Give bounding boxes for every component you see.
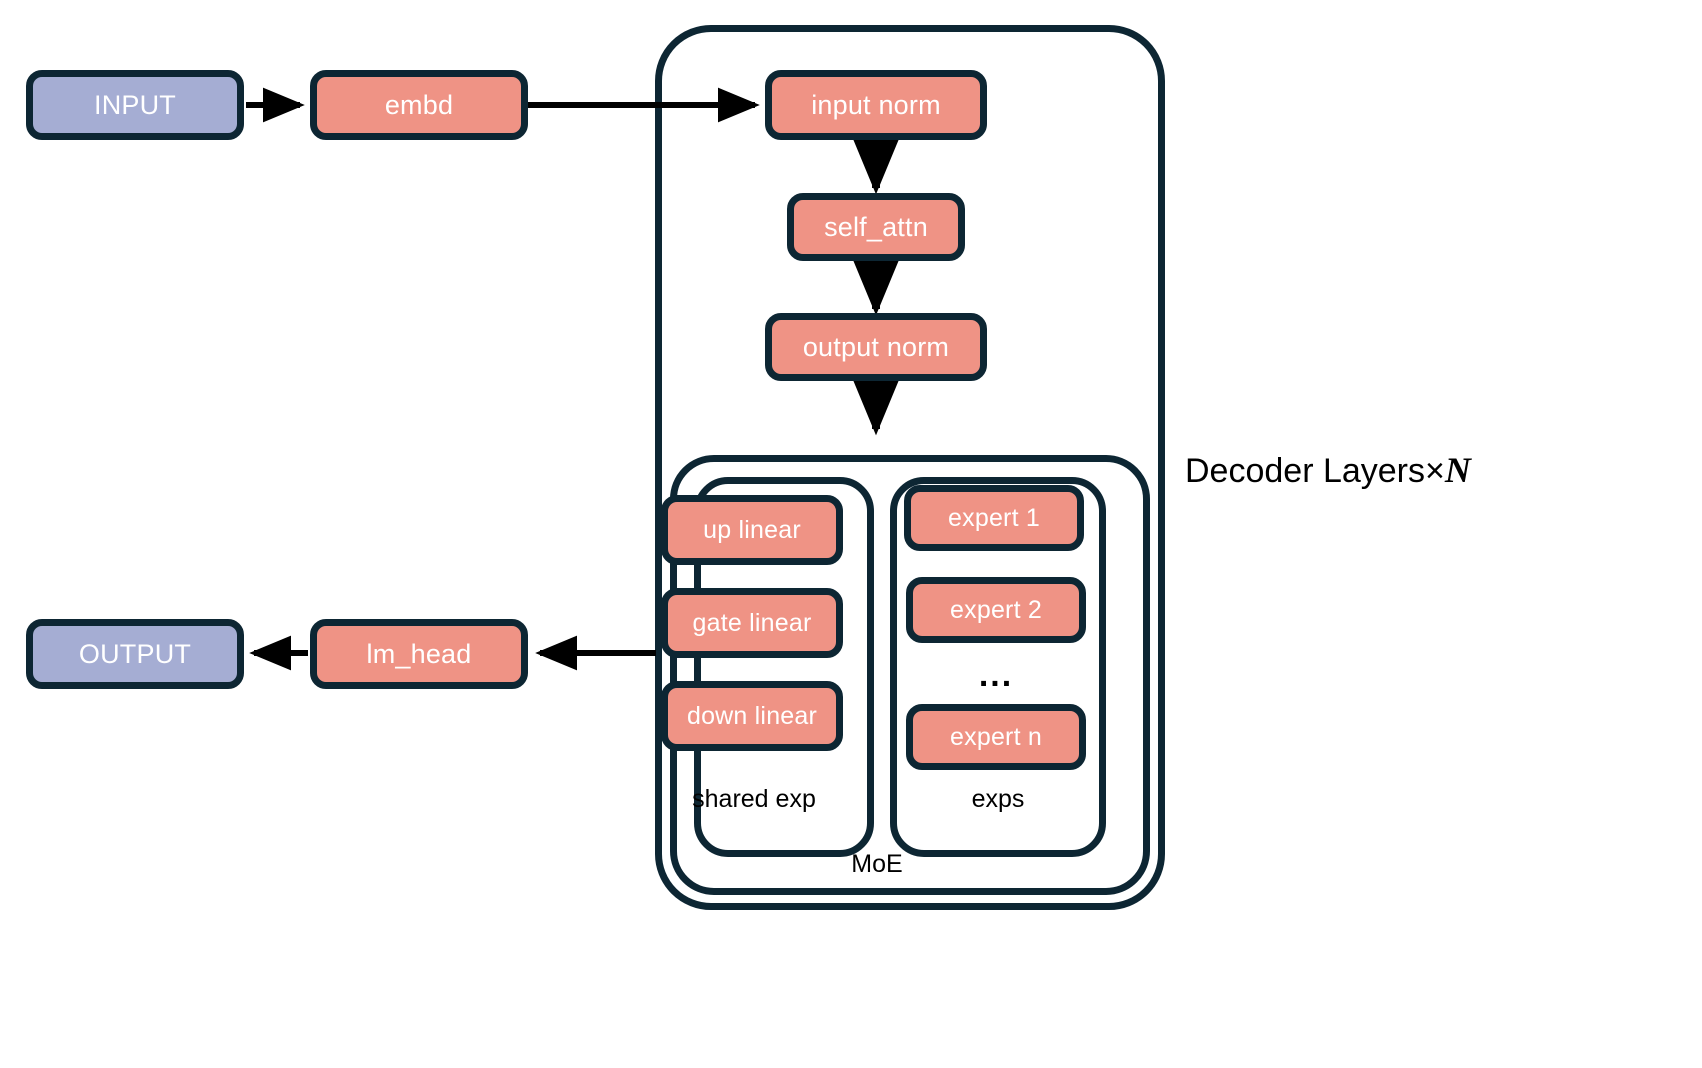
moe-group bbox=[670, 455, 1150, 895]
node-lm-head[interactable]: lm_head bbox=[310, 619, 528, 689]
node-self-attn[interactable]: self_attn bbox=[787, 193, 965, 261]
node-expert-n[interactable]: expert n bbox=[906, 704, 1086, 770]
node-up-linear[interactable]: up linear bbox=[661, 495, 843, 565]
node-input-norm[interactable]: input norm bbox=[765, 70, 987, 140]
decoder-layers-prefix: Decoder Layers× bbox=[1185, 452, 1445, 490]
node-embd[interactable]: embd bbox=[310, 70, 528, 140]
node-gate-linear[interactable]: gate linear bbox=[661, 588, 843, 658]
decoder-layers-group bbox=[655, 25, 1165, 910]
node-down-linear[interactable]: down linear bbox=[661, 681, 843, 751]
shared-exp-label: shared exp bbox=[692, 785, 816, 813]
node-expert-2[interactable]: expert 2 bbox=[906, 577, 1086, 643]
moe-label: MoE bbox=[851, 850, 903, 878]
decoder-layers-count-var: N bbox=[1444, 450, 1471, 490]
node-expert-1[interactable]: expert 1 bbox=[904, 485, 1084, 551]
exps-label: exps bbox=[971, 785, 1025, 813]
decoder-layers-label: Decoder Layers×N bbox=[1185, 452, 1471, 488]
experts-group bbox=[890, 477, 1106, 857]
node-expert-ellipsis: ... bbox=[978, 656, 1014, 694]
node-input[interactable]: INPUT bbox=[26, 70, 244, 140]
shared-expert-group bbox=[694, 477, 874, 857]
node-output-norm[interactable]: output norm bbox=[765, 313, 987, 381]
node-output[interactable]: OUTPUT bbox=[26, 619, 244, 689]
